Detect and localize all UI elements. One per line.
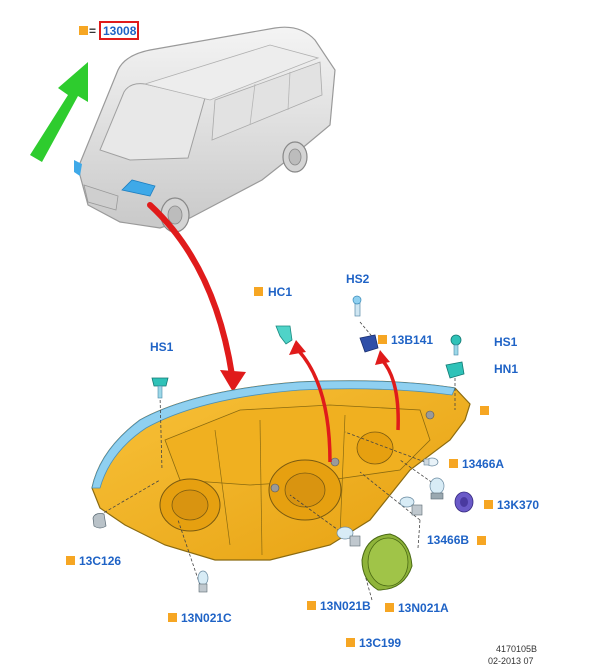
callout-13n021b: 13N021B: [320, 599, 371, 613]
headlamp-lens-edge: [91, 380, 456, 489]
13466b-marker: [477, 536, 486, 545]
13n021b-marker: [307, 601, 316, 610]
callout-13k370: 13K370: [497, 498, 540, 512]
callout-13b141: 13B141: [391, 333, 434, 347]
callout-hn1: HN1: [494, 362, 519, 376]
van-roof-line: [143, 44, 320, 101]
part-hs1-right-screw: [450, 334, 462, 356]
callout-13466b: 13466B: [427, 533, 470, 547]
13c199-marker: [346, 638, 355, 647]
part-13n021c-bulb: [197, 570, 209, 593]
part-13c199-cap: [361, 533, 413, 591]
part-13n021b-bulb: [336, 526, 361, 547]
van-headlamp-highlight: [121, 179, 156, 197]
reference-highlight-box: [99, 21, 139, 40]
callout-13n021a: 13N021A: [398, 601, 449, 615]
part-13n021a-bulb: [399, 496, 423, 516]
callout-hc1: HC1: [268, 285, 293, 299]
part-hs1-left-screw: [151, 377, 169, 399]
van-grille: [83, 184, 119, 211]
van-illustration: [74, 26, 336, 233]
13n021a-marker: [385, 603, 394, 612]
callout-hs1-left: HS1: [150, 340, 174, 354]
13466a-marker: [449, 459, 458, 468]
headlamp-housing: [91, 380, 471, 561]
callout-13c126: 13C126: [79, 554, 122, 568]
red-arrow-van-to-lamp: [147, 202, 235, 378]
equals-sign: =: [89, 24, 97, 38]
hc1-marker: [254, 287, 263, 296]
13b141-marker: [378, 335, 387, 344]
13n021c-marker: [168, 613, 177, 622]
callout-13466a: 13466A: [462, 457, 505, 471]
red-arrow-to-hc1: [296, 348, 332, 463]
red-arrow-to-hs2: [380, 358, 400, 431]
part-13466a-bulb: [423, 457, 439, 467]
green-arrow: [30, 62, 88, 162]
part-hs2-screw: [352, 295, 362, 317]
red-arrowhead-main: [220, 370, 246, 392]
13k370-marker: [484, 500, 493, 509]
van-body: [77, 26, 336, 229]
callout-13c199: 13C199: [359, 636, 402, 650]
part-13b141-bracket: [359, 334, 379, 353]
part-13c126-grommet: [92, 513, 107, 529]
part-hc1-clip: [275, 325, 293, 345]
van-side-window: [211, 61, 323, 141]
13c126-marker: [66, 556, 75, 565]
part-hn1-nut: [445, 361, 465, 379]
callout-13n021c: 13N021C: [181, 611, 232, 625]
part-13k370-socket: [454, 491, 474, 513]
van-left-lamp-highlight: [74, 160, 82, 176]
van-windshield: [99, 83, 206, 161]
reference-code: 13008: [103, 24, 137, 38]
callout-hs2: HS2: [346, 272, 370, 286]
part-13466b-bulb: [429, 477, 445, 500]
reference-marker: [79, 26, 88, 35]
footer-date: 02-2013 07: [488, 656, 534, 666]
callout-hs1-right: HS1: [494, 335, 518, 349]
unlabeled-marker: [480, 406, 489, 415]
footer-doc-id: 4170105B: [496, 644, 538, 654]
